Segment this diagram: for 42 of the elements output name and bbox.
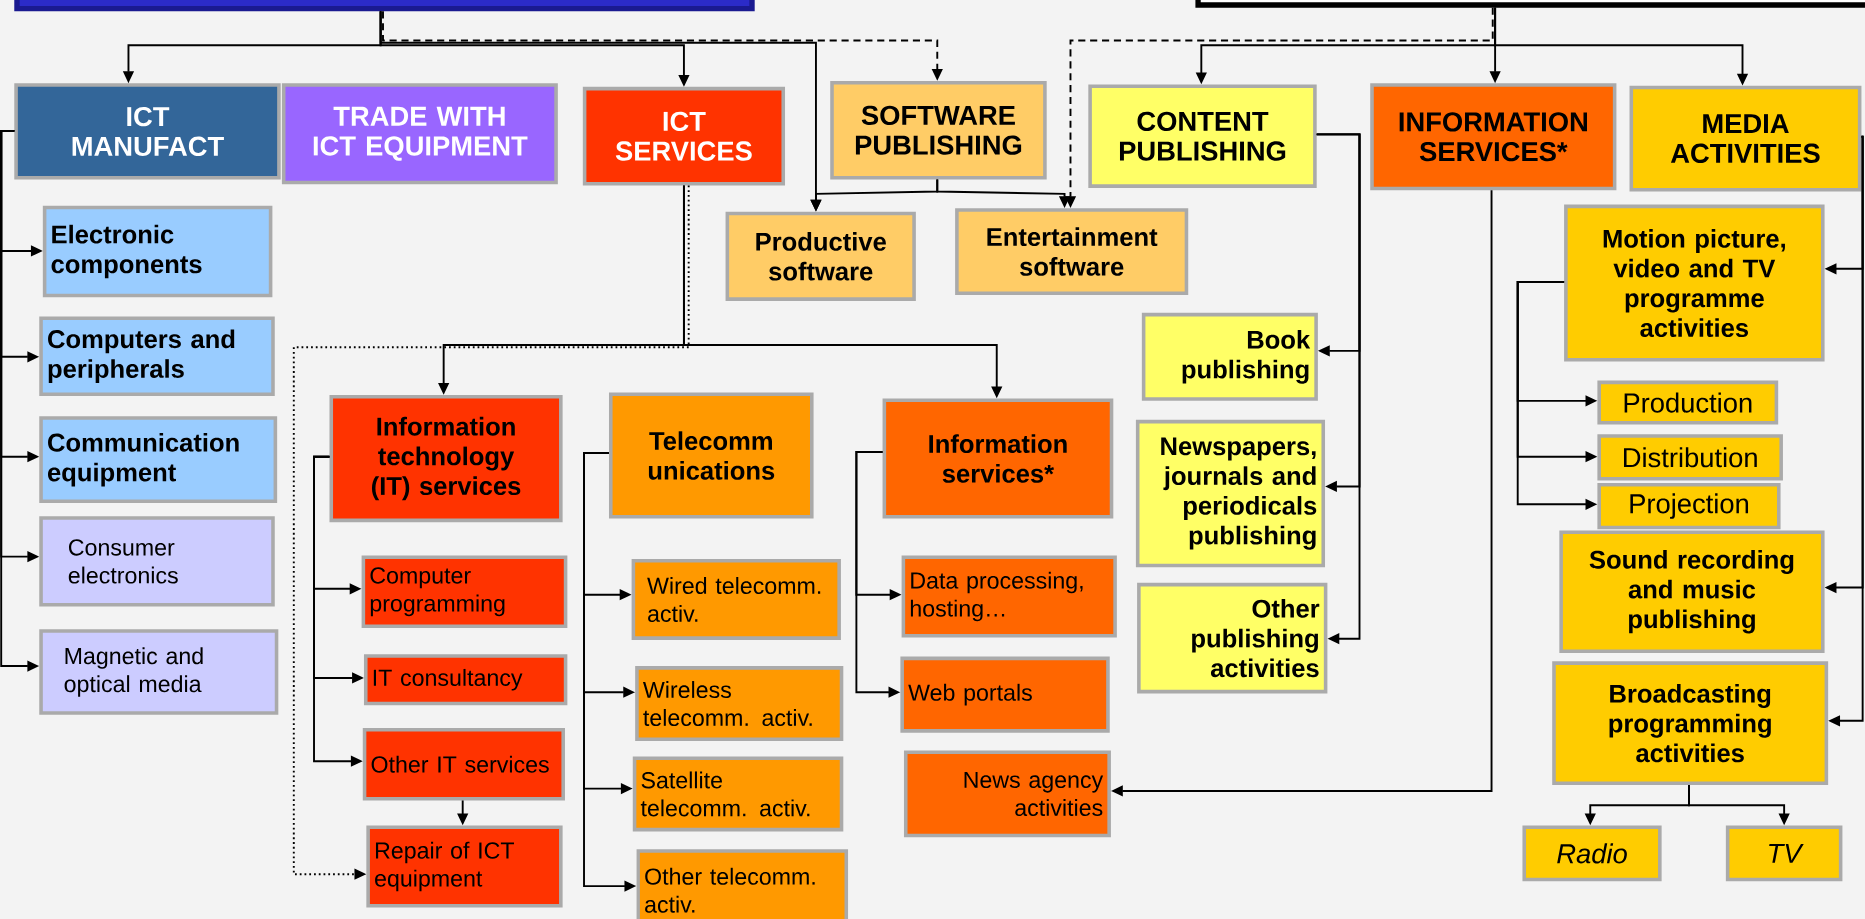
activity-box: IT consultancy bbox=[363, 653, 568, 706]
title-box bbox=[14, 0, 755, 12]
activity-box: Broadcasting programming activities bbox=[1552, 661, 1829, 785]
activity-box: Web portals bbox=[900, 656, 1110, 733]
activity-box: Newspapers, journals and periodicals publishing bbox=[1135, 419, 1326, 568]
sector-box: ICT SERVICES bbox=[582, 86, 786, 186]
activity-box: Communication equipment bbox=[39, 416, 278, 503]
activity-box: Consumer electronics bbox=[39, 516, 275, 607]
activity-box: Wireless telecomm. activ. bbox=[635, 665, 844, 741]
activity-box: Other IT services bbox=[362, 727, 565, 801]
arrow bbox=[292, 184, 690, 880]
activity-box: Productive software bbox=[725, 211, 916, 301]
activity-box: Book publishing bbox=[1141, 312, 1318, 401]
activity-box: Computers and peripherals bbox=[39, 316, 275, 396]
activity-box: Radio bbox=[1522, 825, 1662, 882]
activity-box: TV bbox=[1725, 825, 1843, 882]
activity-box: Electronic components bbox=[42, 205, 273, 298]
arrow bbox=[1315, 133, 1361, 645]
activity-box: Projection bbox=[1597, 482, 1781, 530]
activity-box: Distribution bbox=[1597, 433, 1783, 481]
activity-box: Other publishing activities bbox=[1137, 582, 1328, 694]
sector-box: CONTENT PUBLISHING bbox=[1088, 84, 1317, 188]
sector-box: TRADE WITH ICT EQUIPMENT bbox=[281, 83, 558, 185]
activity-box: Other telecomm. activ. bbox=[636, 849, 849, 919]
sector-box: SOFTWARE PUBLISHING bbox=[830, 80, 1047, 180]
activity-box: Computer programming bbox=[361, 555, 568, 628]
sector-box: ICT MANUFACT bbox=[14, 83, 281, 180]
activity-box: Information technology (IT) services bbox=[329, 394, 563, 522]
title-box bbox=[1195, 0, 1865, 8]
activity-box: Information services* bbox=[882, 398, 1114, 519]
sector-box: INFORMATION SERVICES* bbox=[1370, 83, 1617, 191]
activity-box: Entertainment software bbox=[955, 207, 1189, 295]
activity-box: Motion picture, video and TV programme activities bbox=[1564, 204, 1825, 362]
activity-box: Wired telecomm. activ. bbox=[631, 558, 841, 640]
sector-box: MEDIA ACTIVITIES bbox=[1629, 85, 1862, 192]
activity-box: Production bbox=[1597, 380, 1779, 425]
activity-box: Satellite telecomm. activ. bbox=[632, 756, 844, 832]
activity-box: Magnetic and optical media bbox=[39, 629, 279, 715]
activity-box: Data processing, hosting… bbox=[901, 555, 1117, 638]
activity-box: News agency activities bbox=[903, 750, 1111, 838]
activity-box: Telecomm unications bbox=[609, 392, 814, 519]
activity-box: Repair of ICT equipment bbox=[366, 825, 563, 908]
